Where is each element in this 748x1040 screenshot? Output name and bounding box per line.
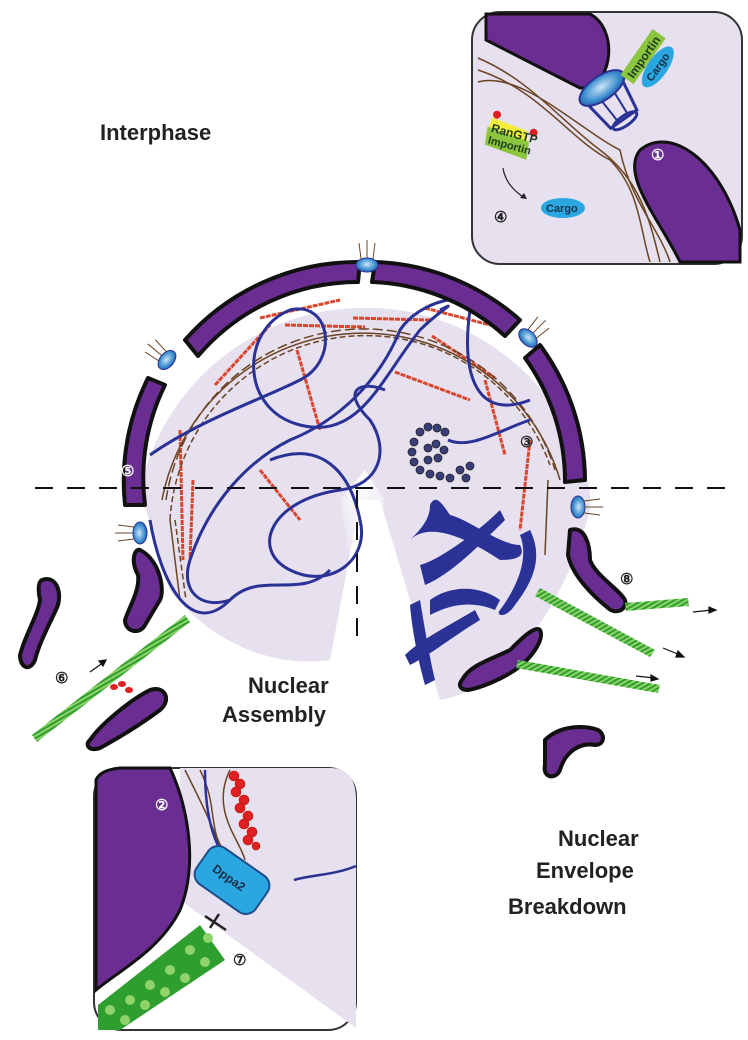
inset-nuclear-import: Importin Cargo RanGTP Importin Cargo ④ ① xyxy=(471,11,743,265)
marker-7: ⑦ xyxy=(233,952,246,969)
free-cargo-label: Cargo xyxy=(546,203,578,215)
mitotic-chromosomes xyxy=(405,499,537,685)
microtubules xyxy=(32,588,689,742)
movement-arrows xyxy=(89,606,718,682)
membrane-top-left xyxy=(484,12,611,90)
marker-6: ⑥ xyxy=(55,670,68,687)
membrane-bottom-right xyxy=(633,140,742,264)
marker-4: ④ xyxy=(494,209,507,226)
marker-2: ② xyxy=(155,797,168,814)
nuclear-pores xyxy=(115,240,603,545)
inhibition-icon xyxy=(204,913,227,932)
crosslinker xyxy=(110,681,133,693)
label-interphase: Interphase xyxy=(100,120,211,145)
microtubule-inset xyxy=(98,925,225,1030)
label-breakdown-2: Envelope xyxy=(536,858,634,883)
marker-8: ⑧ xyxy=(620,571,633,588)
nuclear-envelope xyxy=(121,259,587,507)
free-cargo xyxy=(541,198,585,218)
inset-lamina xyxy=(477,57,671,263)
phase-dividers xyxy=(35,487,730,650)
marker-1: ① xyxy=(651,147,664,164)
red-cluster xyxy=(228,770,261,851)
membrane-fragments xyxy=(18,527,628,779)
inset-dppa2: Dppa2 ⑦ ② xyxy=(93,766,357,1031)
label-assembly-2: Assembly xyxy=(222,702,327,727)
marker-5: ⑤ xyxy=(121,463,134,480)
dppa2-protein: Dppa2 xyxy=(193,845,271,915)
actin-filaments xyxy=(178,298,532,561)
nuclear-pore-complex xyxy=(578,69,639,132)
marker-3: ③ xyxy=(520,434,533,451)
label-breakdown-3: Breakdown xyxy=(508,894,627,919)
condensing-chromatin xyxy=(407,422,475,483)
membrane-fragment-inset xyxy=(94,766,192,994)
label-assembly-1: Nuclear xyxy=(248,673,329,698)
label-breakdown-1: Nuclear xyxy=(558,826,639,851)
nuclear-lamina xyxy=(161,328,561,601)
chromatin-strands xyxy=(148,298,531,615)
